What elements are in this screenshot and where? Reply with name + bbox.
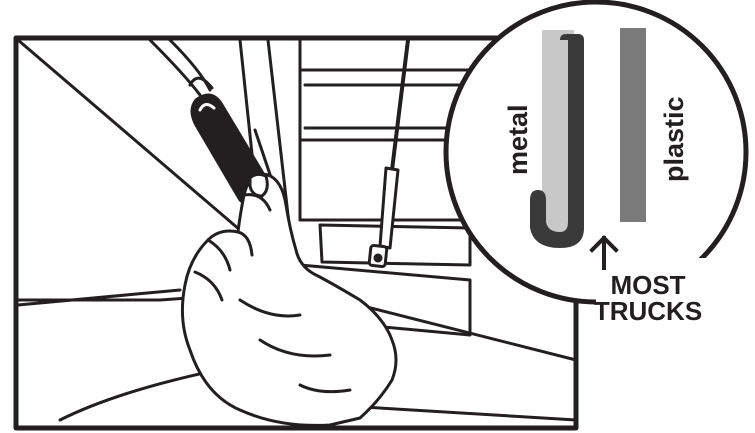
- plastic-seal: [620, 28, 646, 222]
- caption-line-2: TRUCKS: [594, 296, 702, 326]
- bed-floor-line: [18, 290, 180, 305]
- plastic-label: plastic: [659, 96, 689, 182]
- gloveless-hand-icon: [182, 174, 396, 425]
- cab-panel-top: [300, 40, 470, 140]
- cab-panel-inner: [305, 85, 465, 128]
- bed-seal: [150, 40, 212, 95]
- gas-strut-icon: [369, 40, 408, 267]
- metal-label: metal: [503, 104, 533, 175]
- seal-type-inset: metal plastic MOST TRUCKS: [446, 2, 755, 328]
- step-top: [320, 225, 470, 265]
